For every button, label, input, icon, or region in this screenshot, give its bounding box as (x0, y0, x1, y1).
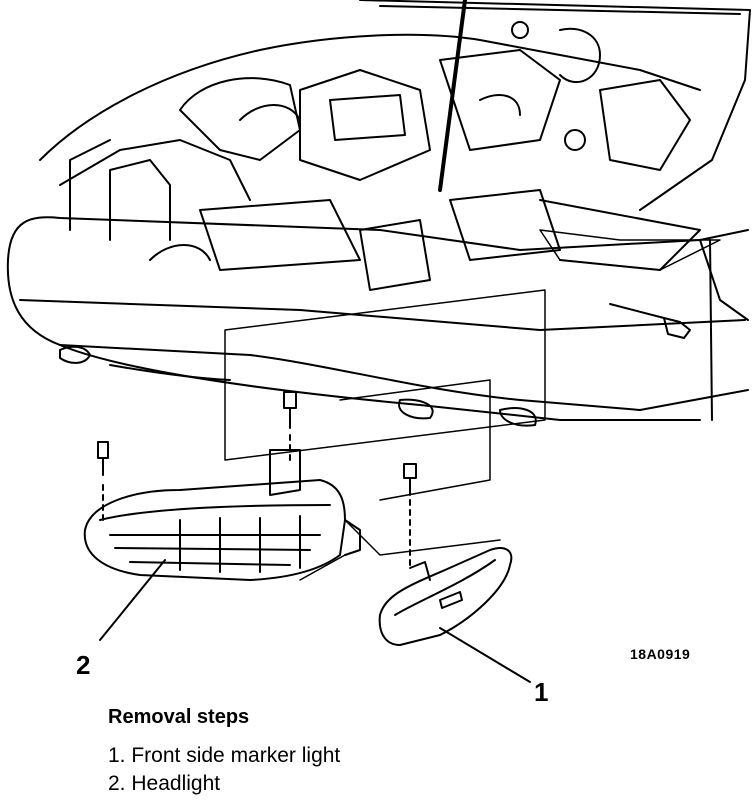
figure-code: 18A0919 (630, 646, 691, 662)
side-marker-light (378, 547, 513, 646)
callout-leaders (99, 559, 531, 683)
callout-label-2: 2 (76, 650, 91, 680)
step-label: Headlight (131, 772, 221, 795)
step-label: Front side marker light (131, 744, 341, 767)
engine-bay (39, 21, 701, 291)
headlight-assembly (83, 449, 361, 581)
removal-step: 2. Headlight (108, 770, 340, 798)
step-number: 2. (108, 772, 126, 795)
alignment-lines (299, 519, 501, 581)
removal-steps-title: Removal steps (108, 706, 250, 728)
bolt-left (97, 441, 109, 521)
bolt-fender (609, 303, 691, 339)
callout-label-1: 1 (534, 677, 549, 707)
bolt-center (283, 391, 297, 466)
raised-hood (359, 0, 751, 211)
front-bumper (6, 216, 749, 427)
step-number: 1. (108, 744, 126, 767)
bolt-right (403, 463, 417, 571)
mounting-plane (224, 229, 721, 501)
exploded-view-illustration (6, 0, 751, 683)
removal-steps-list: 1. Front side marker light 2. Headlight (108, 742, 340, 798)
removal-step: 1. Front side marker light (108, 742, 340, 770)
